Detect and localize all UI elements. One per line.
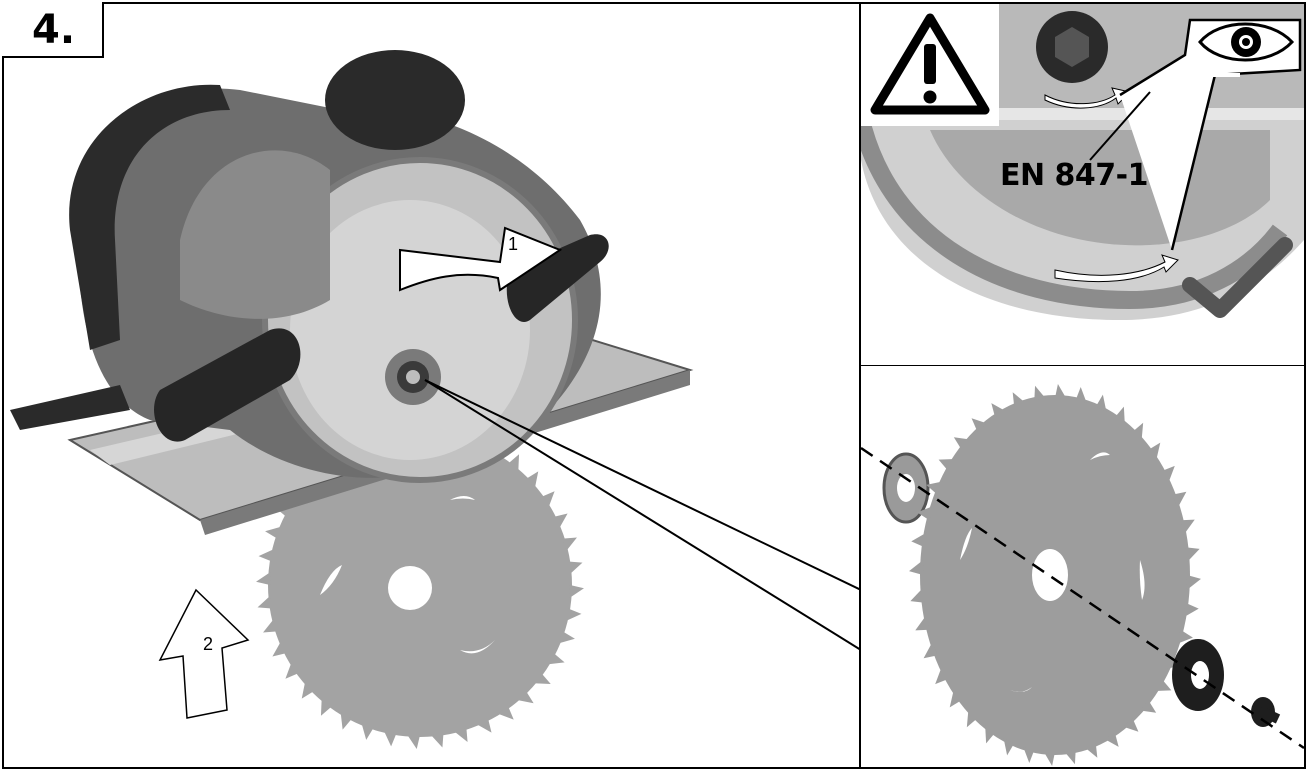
blade-tooth bbox=[909, 559, 924, 575]
arbor-bolt bbox=[385, 349, 441, 405]
blade-tooth bbox=[1148, 442, 1161, 462]
blade-tooth bbox=[361, 723, 374, 740]
blade-tooth bbox=[383, 730, 397, 747]
blade-tooth bbox=[1043, 751, 1055, 766]
blade-tooth bbox=[553, 513, 568, 529]
blade-tooth bbox=[1104, 732, 1119, 747]
blade-tooth bbox=[407, 734, 420, 749]
blade-tooth bbox=[320, 698, 332, 716]
blade-tooth bbox=[1186, 575, 1201, 591]
eye-icon bbox=[1119, 18, 1302, 251]
front-knob bbox=[154, 328, 301, 442]
blade-tooth bbox=[985, 725, 996, 744]
blade-tooth bbox=[1132, 422, 1144, 442]
circular-saw-drawing bbox=[10, 50, 859, 749]
blade-tooth bbox=[915, 614, 930, 631]
blade-tooth bbox=[1064, 749, 1076, 765]
blade-tooth bbox=[340, 712, 352, 730]
blade-tooth bbox=[533, 673, 551, 685]
blade-tooth bbox=[1185, 547, 1200, 563]
blade-tooth bbox=[911, 532, 927, 548]
rear-handle bbox=[10, 50, 465, 430]
saw-blade-detail bbox=[909, 384, 1201, 766]
blade-tooth bbox=[966, 708, 978, 728]
arrow-1-label: 1 bbox=[508, 234, 519, 254]
blade-tooth bbox=[923, 641, 938, 659]
blade-tooth bbox=[430, 733, 444, 748]
blade-tooth bbox=[1154, 679, 1172, 692]
blade-tooth bbox=[971, 418, 987, 432]
blade-tooth bbox=[272, 641, 287, 657]
arbor-nut-detail bbox=[1036, 11, 1108, 83]
standard-label: EN 847-1 bbox=[1000, 158, 1149, 193]
blade-tooth bbox=[1034, 385, 1046, 401]
inner-washer bbox=[1172, 639, 1224, 711]
blade-tooth bbox=[508, 454, 520, 472]
blade-tooth bbox=[917, 505, 934, 521]
blade-tooth bbox=[1172, 491, 1187, 509]
blade-tooth bbox=[558, 631, 575, 644]
blade-tooth bbox=[258, 548, 275, 562]
blade-tooth bbox=[265, 526, 282, 539]
saw-blade-main bbox=[256, 421, 584, 749]
blade-tooth bbox=[497, 706, 514, 720]
blade-tooth bbox=[926, 481, 943, 495]
blade-tooth bbox=[565, 608, 582, 622]
checkmark-icon bbox=[1182, 237, 1293, 318]
blade-tooth bbox=[257, 595, 272, 609]
blade-tooth bbox=[1123, 718, 1139, 732]
blade-tooth bbox=[285, 662, 299, 679]
blade-tooth bbox=[526, 471, 539, 489]
blade-tooth bbox=[569, 585, 584, 598]
arrow-2-label: 2 bbox=[203, 634, 214, 654]
blade-tooth bbox=[991, 403, 1006, 418]
blade-tooth bbox=[935, 666, 949, 685]
step-number: 4. bbox=[2, 2, 104, 58]
blade-tooth bbox=[1075, 386, 1087, 404]
blade-assembly-drawing bbox=[861, 384, 1304, 766]
lock-lever bbox=[506, 234, 609, 322]
blade-tooth bbox=[1180, 519, 1195, 536]
blade-tooth bbox=[1095, 394, 1107, 413]
blade-tooth bbox=[949, 688, 962, 708]
blade-tooth bbox=[453, 727, 468, 742]
blade-tooth bbox=[1055, 384, 1067, 399]
blade-tooth bbox=[1023, 746, 1035, 764]
blade-tooth bbox=[1176, 629, 1193, 645]
blade-tooth bbox=[1012, 392, 1026, 407]
blade-tooth bbox=[547, 653, 565, 665]
blade-tooth bbox=[263, 618, 278, 633]
direction-arrow-2 bbox=[158, 588, 250, 719]
blade-tooth bbox=[1161, 465, 1175, 484]
blade-tooth bbox=[476, 718, 492, 733]
blade-tooth bbox=[562, 537, 577, 552]
arbor-screw bbox=[1251, 697, 1281, 727]
rotation-arrow-1 bbox=[399, 226, 563, 292]
blade-tooth bbox=[256, 572, 271, 585]
blade-tooth bbox=[301, 681, 314, 699]
blade-tooth bbox=[516, 691, 534, 704]
blade-tooth bbox=[1084, 743, 1098, 758]
blade-tooth bbox=[1003, 737, 1015, 756]
blade-tooth bbox=[938, 458, 956, 471]
callout-lines bbox=[424, 379, 859, 650]
blade-tooth bbox=[1114, 406, 1125, 425]
blade-tooth bbox=[1183, 602, 1199, 618]
blade-tooth bbox=[541, 491, 555, 508]
blade-tooth bbox=[1139, 700, 1157, 713]
blade-tooth bbox=[910, 587, 925, 603]
warning-triangle-icon bbox=[861, 4, 999, 126]
blade-tooth bbox=[953, 437, 971, 450]
blade-tooth bbox=[568, 561, 583, 575]
